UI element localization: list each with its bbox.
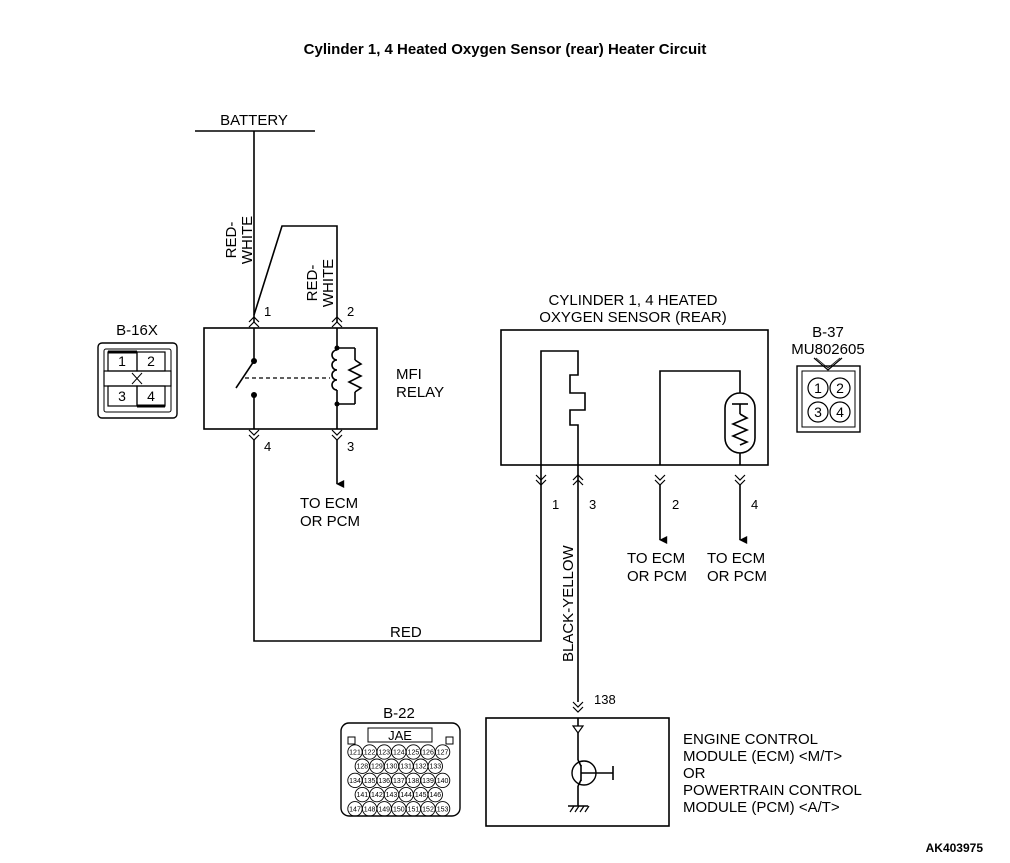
ecm-label-3: OR (683, 765, 706, 782)
red-wire-label: RED (390, 624, 422, 641)
b22-pin-label: 125 (408, 750, 420, 757)
svg-text:4: 4 (836, 404, 844, 420)
b22-pin-circle (427, 786, 443, 803)
b22-pin-label: 151 (408, 806, 420, 813)
relay-pin-2: 2 (347, 304, 354, 319)
b22-pin-label: 128 (356, 764, 368, 771)
sensor-pin-3: 3 (589, 497, 596, 512)
ecm-label-4: POWERTRAIN CONTROL (683, 782, 862, 799)
sensor-pin-2: 2 (672, 497, 679, 512)
b22-pin-circle (434, 744, 451, 760)
ecm-pin-138: 138 (594, 692, 616, 707)
b22-pin-circle (434, 801, 451, 817)
b22-pin-label: 130 (386, 764, 398, 771)
b22-pin-label: 129 (371, 764, 383, 771)
connector-b37-part: MU802605 (791, 341, 864, 358)
b22-pin-label: 150 (393, 806, 405, 813)
b22-pin-label: 124 (393, 750, 405, 757)
sensor-to-ecm-label-b-2: OR PCM (707, 568, 767, 585)
sensor-to-ecm-label-b: TO ECM (707, 550, 765, 567)
b22-pin-label: 132 (415, 764, 427, 771)
connector-b16x-name: B-16X (116, 322, 158, 339)
wire-label-red-white-1: RED- WHITE (223, 216, 256, 264)
sensor-pin-4: 4 (751, 497, 758, 512)
mfi-relay-box (203, 327, 378, 430)
svg-text:JAE: JAE (388, 728, 412, 743)
ecm-transistor (568, 718, 614, 813)
b22-pin-label: 121 (349, 750, 361, 757)
svg-text:1: 1 (814, 380, 822, 396)
sensor-to-ecm-label-a-2: OR PCM (627, 568, 687, 585)
b22-pin-label: 142 (371, 792, 383, 799)
relay-jumper-wire (253, 225, 338, 322)
oxygen-sensor-box (500, 329, 769, 466)
ecm-label-1: ENGINE CONTROL (683, 731, 818, 748)
red-wire (253, 440, 542, 642)
b22-pin-label: 127 (437, 750, 449, 757)
black-yellow-wire-label: BLACK-YELLOW (560, 544, 577, 662)
drawing-code: AK403975 (926, 841, 984, 855)
svg-text:3: 3 (118, 388, 126, 404)
b22-pin-label: 145 (415, 792, 427, 799)
b22-pin-label: 139 (422, 778, 434, 785)
b22-pin-label: 135 (364, 778, 376, 785)
sensor-label: CYLINDER 1, 4 HEATED (549, 292, 718, 309)
connector-b37: 1 2 3 4 (796, 357, 861, 433)
relay-pin-1: 1 (264, 304, 271, 319)
svg-text:RED-: RED- (223, 222, 240, 259)
svg-text:2: 2 (836, 380, 844, 396)
b22-pin-label: 153 (437, 806, 449, 813)
connector-b22-name: B-22 (383, 705, 415, 722)
sensor-label-2: OXYGEN SENSOR (REAR) (539, 309, 727, 326)
relay-pin-3: 3 (347, 439, 354, 454)
b22-pin-label: 144 (400, 792, 412, 799)
svg-text:1: 1 (118, 353, 126, 369)
svg-text:RED-: RED- (304, 265, 321, 302)
relay-to-ecm-label: TO ECM (300, 495, 358, 512)
b22-pin-label: 148 (364, 806, 376, 813)
diagram-title: Cylinder 1, 4 Heated Oxygen Sensor (rear… (304, 41, 707, 58)
svg-text:3: 3 (814, 404, 822, 420)
svg-text:WHITE: WHITE (239, 216, 256, 264)
b22-pin-label: 123 (378, 750, 390, 757)
b22-pin-label: 140 (437, 778, 449, 785)
sensor-pin-1: 1 (552, 497, 559, 512)
svg-text:WHITE: WHITE (320, 259, 337, 307)
b22-pin-circle (427, 758, 443, 774)
battery-label: BATTERY (220, 112, 288, 129)
b22-pin-label: 143 (386, 792, 398, 799)
ecm-label-5: MODULE (PCM) <A/T> (683, 799, 840, 816)
connector-b37-name: B-37 (812, 324, 844, 341)
b22-pin-label: 134 (349, 778, 361, 785)
sensor-to-ecm-label-a: TO ECM (627, 550, 685, 567)
b22-pin-label: 138 (408, 778, 420, 785)
ecm-label-2: MODULE (ECM) <M/T> (683, 748, 842, 765)
svg-text:4: 4 (147, 388, 155, 404)
b22-pin-label: 146 (429, 792, 441, 799)
b22-pin-label: 141 (356, 792, 368, 799)
wire-label-red-white-2: RED- WHITE (304, 259, 337, 307)
b22-pin-label: 152 (422, 806, 434, 813)
b22-pin-label: 122 (364, 750, 376, 757)
b22-pin-circle (434, 772, 451, 789)
connector-b16x: 1 2 3 4 (97, 342, 178, 419)
b22-pin-label: 149 (378, 806, 390, 813)
b22-pin-label: 133 (429, 764, 441, 771)
mfi-relay-label-2: RELAY (396, 384, 444, 401)
svg-text:2: 2 (147, 353, 155, 369)
b22-pin-label: 137 (393, 778, 405, 785)
b22-pin-label: 126 (422, 750, 434, 757)
relay-to-ecm-label-2: OR PCM (300, 513, 360, 530)
mfi-relay-label: MFI (396, 366, 422, 383)
b22-pin-label: 136 (378, 778, 390, 785)
relay-pin-4: 4 (264, 439, 271, 454)
b22-pin-label: 147 (349, 806, 361, 813)
b22-pin-label: 131 (400, 764, 412, 771)
